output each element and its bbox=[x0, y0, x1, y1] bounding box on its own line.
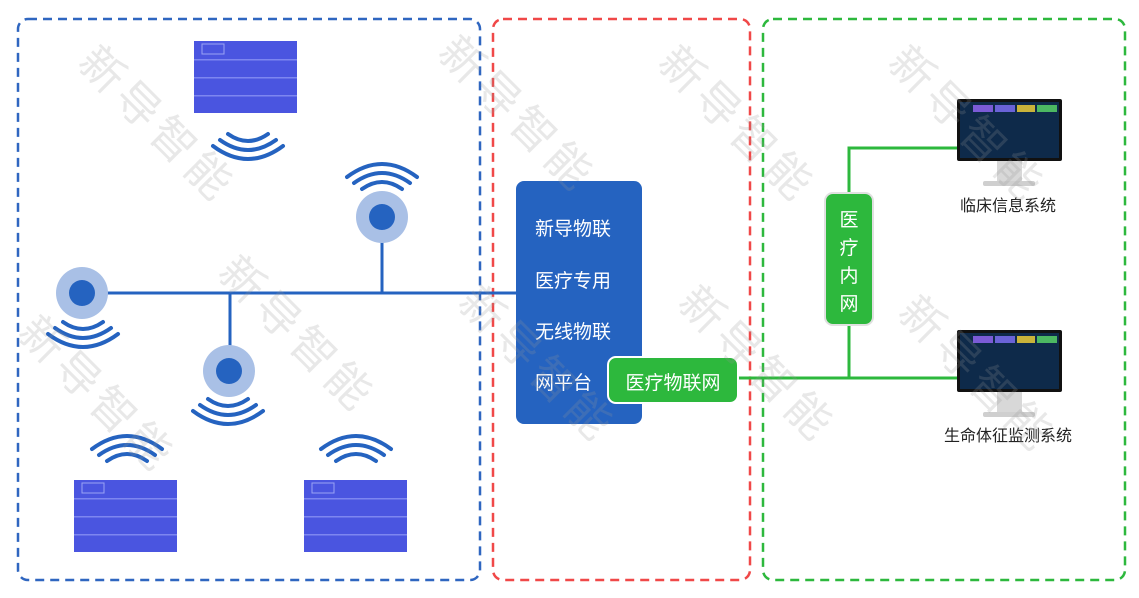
platform-line: 网平台 bbox=[535, 372, 593, 394]
wifi-signal-icon bbox=[90, 434, 164, 463]
wifi-signal-icon bbox=[46, 320, 120, 349]
platform-line: 新导物联 bbox=[535, 218, 612, 240]
sensor-zone-border bbox=[16, 17, 482, 582]
sensor-bus-lines bbox=[82, 217, 516, 370]
wifi-signal-icon bbox=[211, 132, 285, 161]
intranet-label: 医 疗 内 网 bbox=[825, 206, 873, 318]
wireless-node bbox=[56, 267, 108, 319]
platform-line: 医疗专用 bbox=[535, 270, 612, 292]
system-label: 生命体征监测系统 bbox=[943, 426, 1072, 445]
intranet-char: 内 bbox=[839, 265, 859, 287]
iot-network-badge bbox=[607, 356, 739, 404]
wireless-node bbox=[356, 191, 408, 243]
intranet-badge bbox=[824, 192, 874, 326]
wifi-signal-icon bbox=[191, 397, 265, 426]
intranet-char: 医 bbox=[839, 209, 859, 231]
monitor-image bbox=[957, 99, 1062, 186]
sensor-pad-image bbox=[73, 479, 178, 553]
sensor-pad-image bbox=[193, 40, 298, 114]
intranet-char: 疗 bbox=[839, 237, 859, 259]
hospital-zone-border bbox=[761, 17, 1127, 582]
sensor-pad-image bbox=[303, 479, 408, 553]
iot-network-label: 医疗物联网 bbox=[625, 372, 721, 394]
wifi-signal-icon bbox=[345, 162, 419, 191]
wifi-signal-icon bbox=[319, 434, 393, 463]
monitor-image bbox=[957, 330, 1062, 417]
system-label: 临床信息系统 bbox=[959, 196, 1056, 215]
intranet-char: 网 bbox=[839, 293, 859, 315]
platform-line: 无线物联 bbox=[535, 321, 612, 343]
wireless-node bbox=[203, 345, 255, 397]
